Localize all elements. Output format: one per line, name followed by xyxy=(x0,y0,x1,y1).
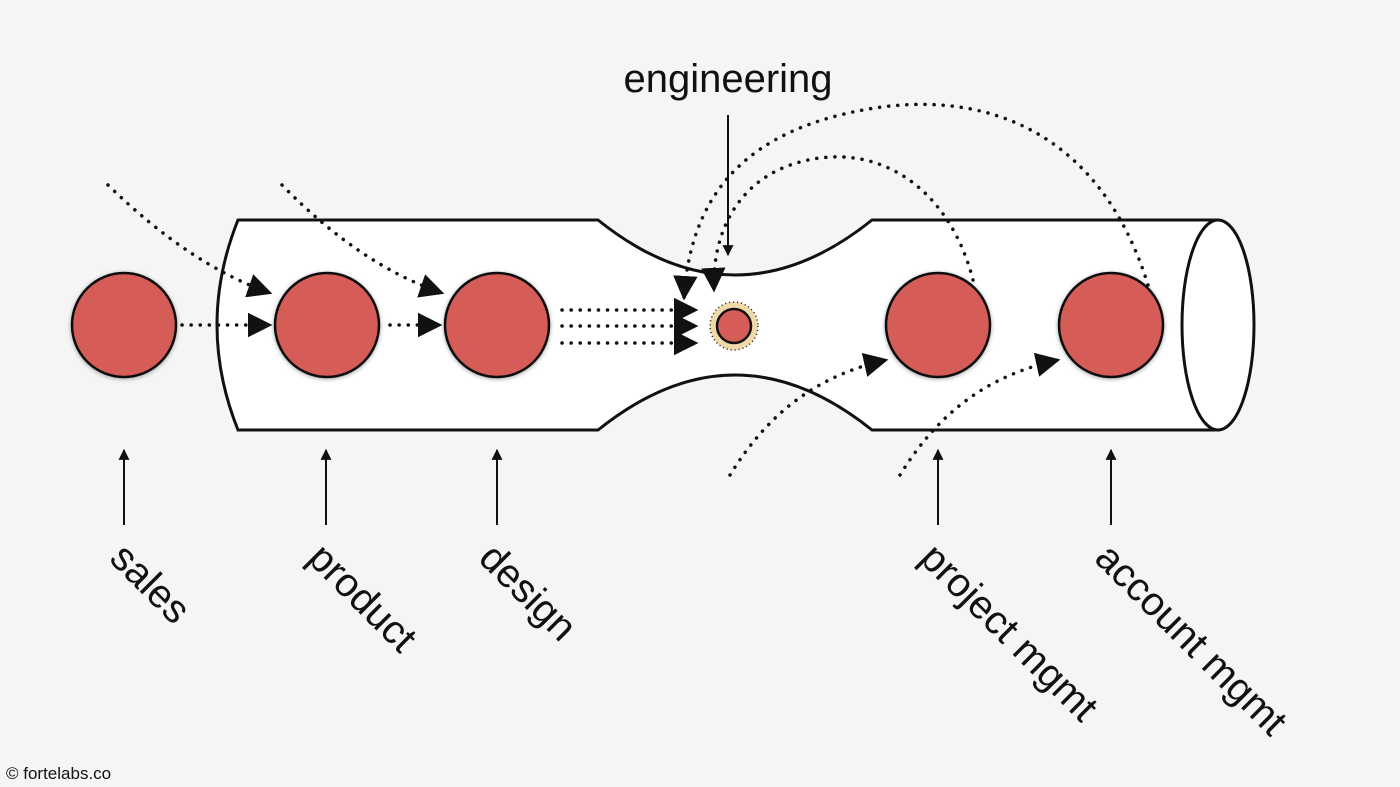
engineering-label: engineering xyxy=(623,57,832,101)
stage-label-design: design xyxy=(471,535,585,649)
stage-label-project-mgmt: project mgmt xyxy=(912,535,1107,730)
flow-arrows xyxy=(106,102,1150,477)
node-design xyxy=(443,271,551,379)
stage-label-product: product xyxy=(300,535,425,660)
credit-text: © fortelabs.co xyxy=(6,764,111,783)
flow-arrow-feedback-account xyxy=(673,102,1150,301)
node-product xyxy=(273,271,381,379)
node-project-mgmt xyxy=(884,271,992,379)
node-engineering xyxy=(715,307,753,345)
node-sales xyxy=(70,271,178,379)
label-arrows xyxy=(118,115,1117,525)
flow-arrow-incoming-project xyxy=(728,352,889,477)
flow-arrow-incoming-product xyxy=(106,183,273,298)
stage-label-sales: sales xyxy=(102,535,199,632)
flow-arrow-incoming-design xyxy=(280,183,445,298)
flow-arrow-feedback-project xyxy=(701,155,975,293)
stage-label-account-mgmt: account mgmt xyxy=(1087,535,1296,744)
node-account-mgmt xyxy=(1057,271,1165,379)
pipe-opening xyxy=(1180,218,1256,432)
nodes xyxy=(70,271,1165,379)
flow-arrow-incoming-account xyxy=(898,352,1061,477)
